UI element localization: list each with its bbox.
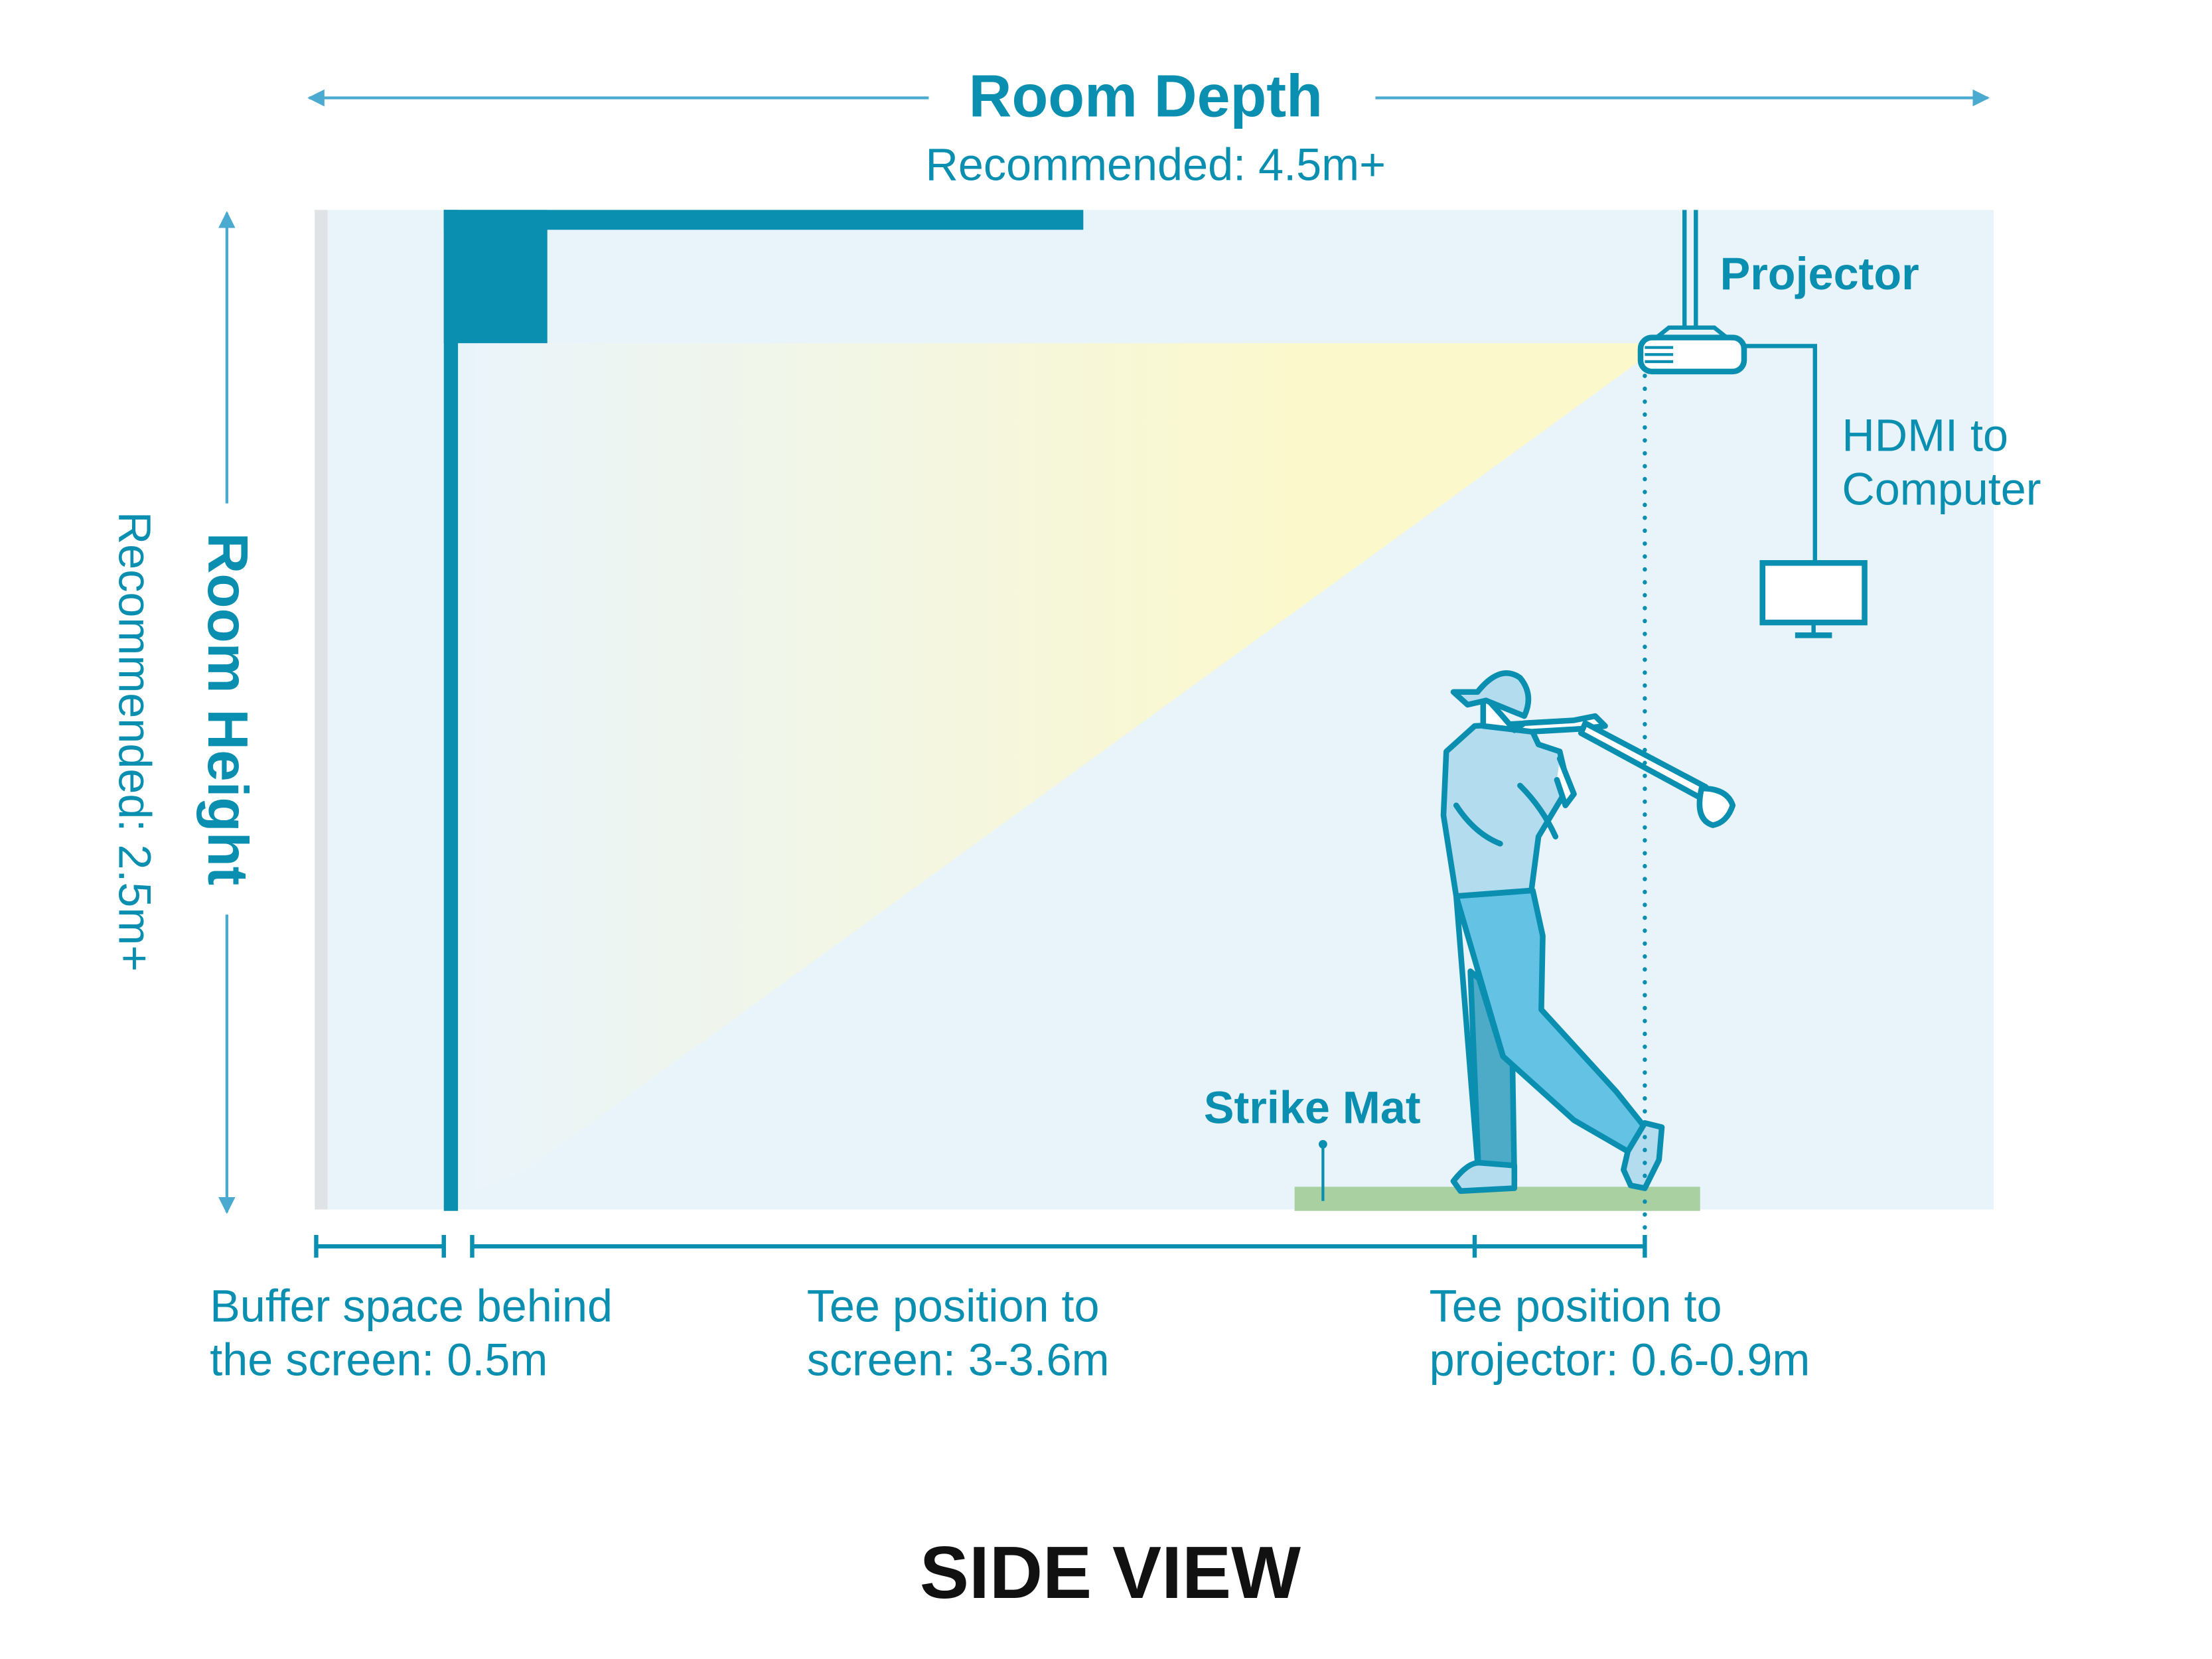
tee-to-projector-label: Tee position to projector: 0.6-0.9m [1430,1281,1810,1385]
projector-icon [1637,210,1747,375]
room-depth-recommended: Recommended: 4.5m+ [926,139,1386,190]
hdmi-label: HDMI to Computer [1842,411,2041,515]
golfer-figure [1440,670,1736,1194]
room-depth-title: Room Depth [969,63,1323,129]
buffer-space-label: Buffer space behind the screen: 0.5m [210,1281,625,1385]
hdmi-cable [1743,344,1817,563]
side-view-title: SIDE VIEW [920,1531,1301,1614]
computer-monitor-icon [1759,560,1868,638]
dimension-lines [314,1235,1647,1258]
screen [443,210,1084,1211]
projector-label: Projector [1720,249,1919,299]
tee-to-screen-label: Tee position to screen: 3-3.6m [807,1281,1112,1385]
room-height-recommended: Recommended: 2.5m+ [109,512,159,972]
back-wall [315,210,328,1210]
room-height-title: Room Height [196,533,259,886]
strike-mat-label: Strike Mat [1204,1082,1421,1133]
projection-beam [475,343,1645,1191]
